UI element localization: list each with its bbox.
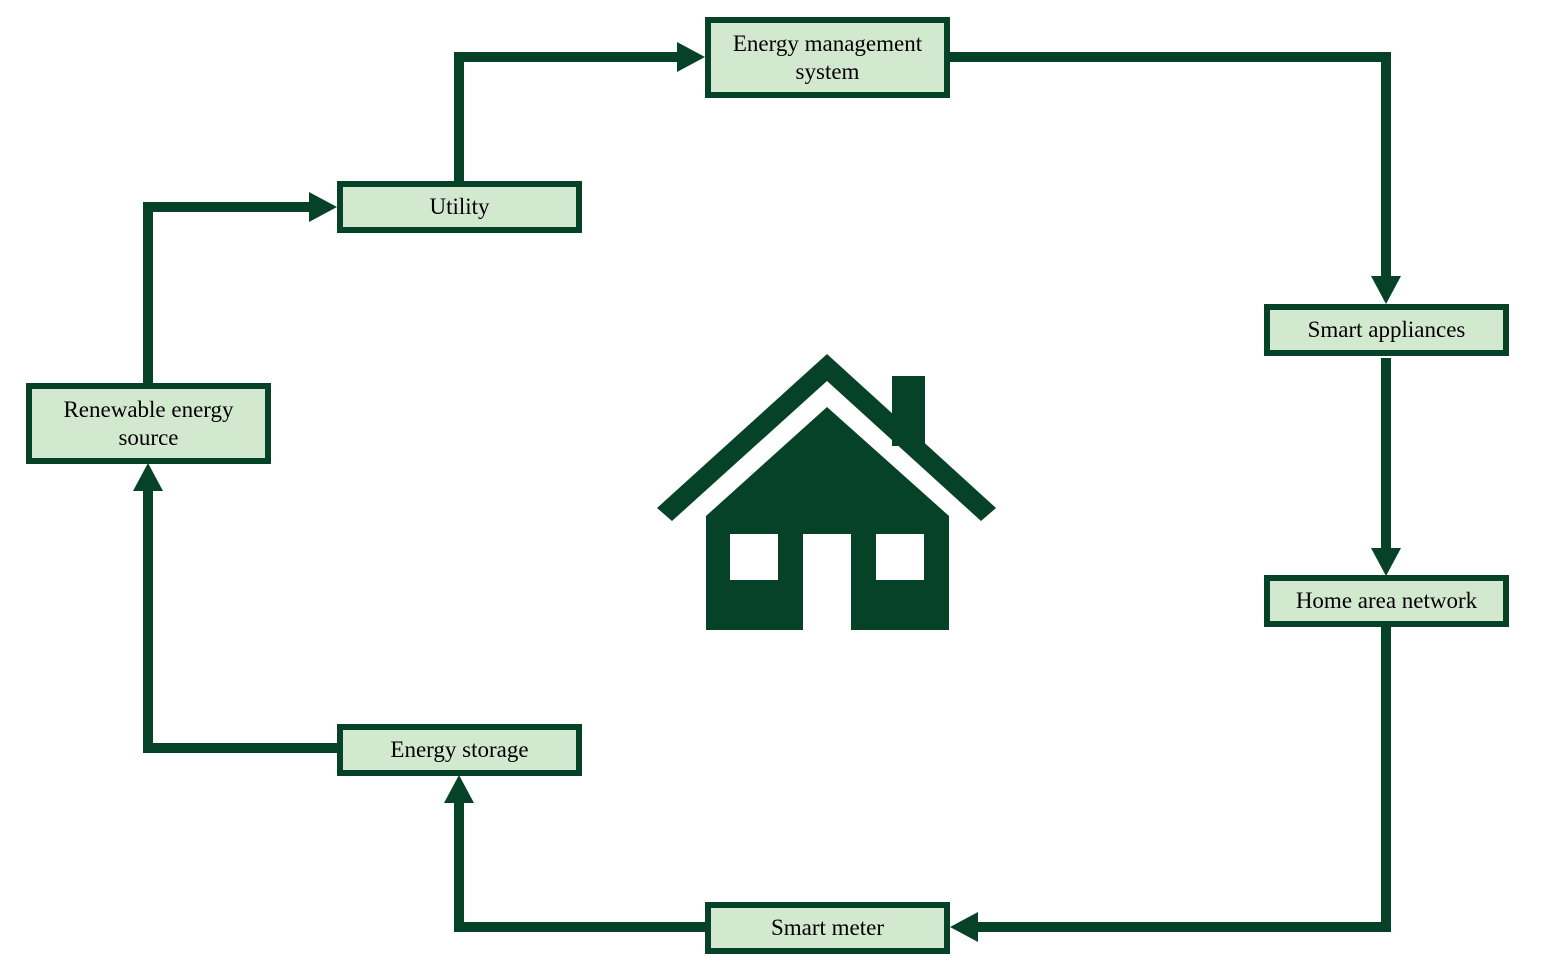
house-body (706, 407, 949, 630)
renewable-energy-source-label-line1: Renewable energy (63, 396, 234, 422)
home-area-network-node: Home area network (1264, 575, 1509, 627)
renewable-energy-source-node: Renewable energy source (26, 383, 271, 464)
energy-management-system-node: Energy management system (705, 17, 950, 98)
arrowhead-to-meter (950, 912, 978, 942)
arrowhead-to-han (1371, 548, 1401, 576)
smart-appliances-label: Smart appliances (1307, 317, 1466, 342)
edge-han-to-meter (976, 627, 1391, 932)
utility-node: Utility (337, 181, 582, 233)
arrowhead-to-storage (444, 775, 474, 803)
renewable-energy-source-label-line2: source (118, 424, 179, 450)
arrowhead-to-appliances (1371, 276, 1401, 304)
edge-utility-to-ems (454, 52, 680, 181)
energy-storage-label: Energy storage (390, 737, 529, 762)
arrowhead-to-ems (677, 42, 705, 72)
energy-management-system-label-line2: system (795, 58, 860, 84)
smart-meter-label: Smart meter (770, 915, 885, 940)
smart-meter-node: Smart meter (705, 902, 950, 954)
arrowhead-to-utility (309, 192, 337, 222)
house-chimney (892, 376, 925, 446)
edge-renewable-to-utility (143, 202, 311, 383)
edges-layer (143, 52, 1391, 932)
arrowhead-to-renewable (133, 463, 163, 491)
utility-label: Utility (429, 194, 490, 219)
arrowheads-layer (133, 42, 1401, 942)
energy-management-system-label-line1: Energy management (732, 30, 923, 56)
edge-ems-to-appliances (950, 52, 1391, 278)
smart-appliances-node: Smart appliances (1264, 304, 1509, 356)
house-icon (657, 354, 996, 630)
home-area-network-label: Home area network (1295, 588, 1478, 613)
energy-storage-node: Energy storage (337, 724, 582, 776)
edge-meter-to-storage (454, 802, 705, 932)
edge-storage-to-renewable (143, 490, 337, 753)
